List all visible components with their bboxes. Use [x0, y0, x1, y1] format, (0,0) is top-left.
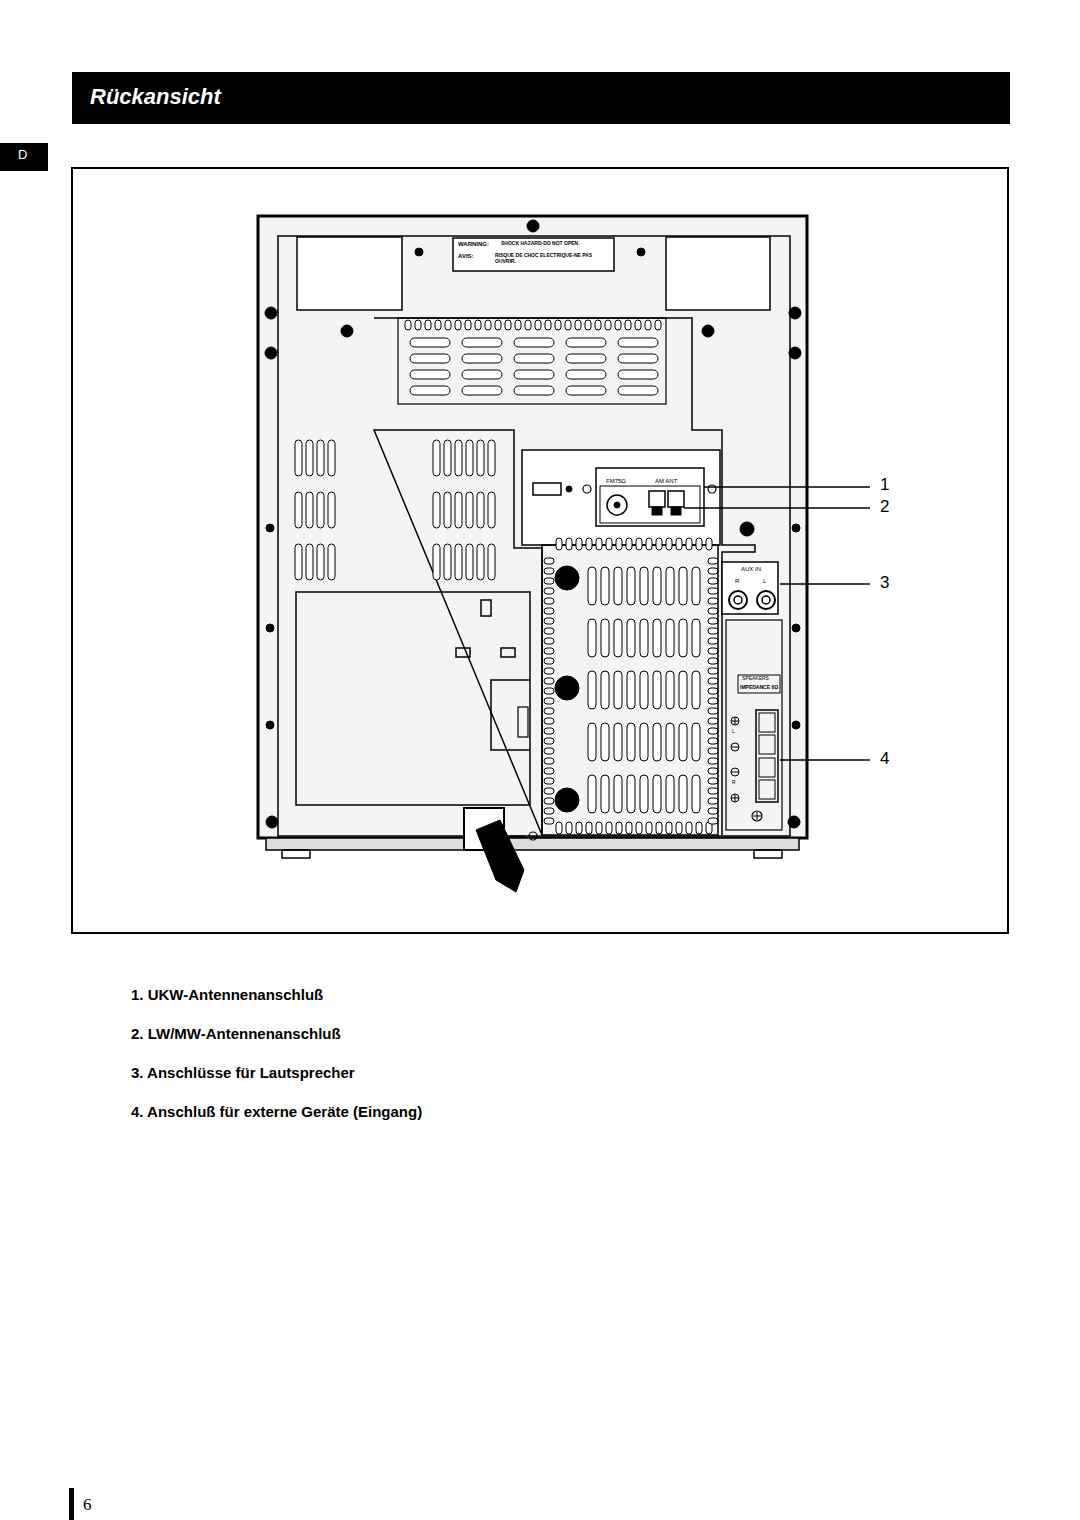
legend-item: 1. UKW-Antennenanschluß	[131, 986, 323, 1003]
warning-label: WARNING:	[458, 241, 489, 248]
callout-number: 2	[878, 497, 891, 517]
channel-label: L	[732, 729, 735, 735]
legend-item: 4. Anschluß für externe Geräte (Eingang)	[131, 1103, 422, 1120]
channel-label: R	[735, 578, 739, 585]
legend-item: 2. LW/MW-Antennenanschluß	[131, 1025, 341, 1042]
page-number: 6	[83, 1495, 92, 1515]
callout-number: 1	[878, 475, 891, 495]
language-tab: D	[18, 148, 27, 163]
callout-number: 3	[878, 573, 891, 593]
connector-label: SPEAKERS	[742, 676, 769, 682]
channel-label: R	[732, 780, 736, 786]
page-title: Rückansicht	[90, 84, 221, 109]
connector-label: FM75Ω	[606, 478, 626, 485]
warning-text: RISQUE DE CHOC ELECTRIQUE-NE PAS OUVRIR.	[495, 253, 605, 265]
legend-item: 3. Anschlüsse für Lautsprecher	[131, 1064, 355, 1081]
connector-label: AM ANT	[655, 478, 677, 485]
connector-label: AUX IN	[741, 566, 761, 573]
connector-label: IMPEDANCE 6Ω	[740, 685, 778, 691]
warning-text: SHOCK HAZARD-DO NOT OPEN.	[501, 241, 580, 247]
channel-label: L	[763, 578, 766, 585]
callout-number: 4	[878, 749, 891, 769]
warning-label: AVIS:	[458, 253, 474, 260]
